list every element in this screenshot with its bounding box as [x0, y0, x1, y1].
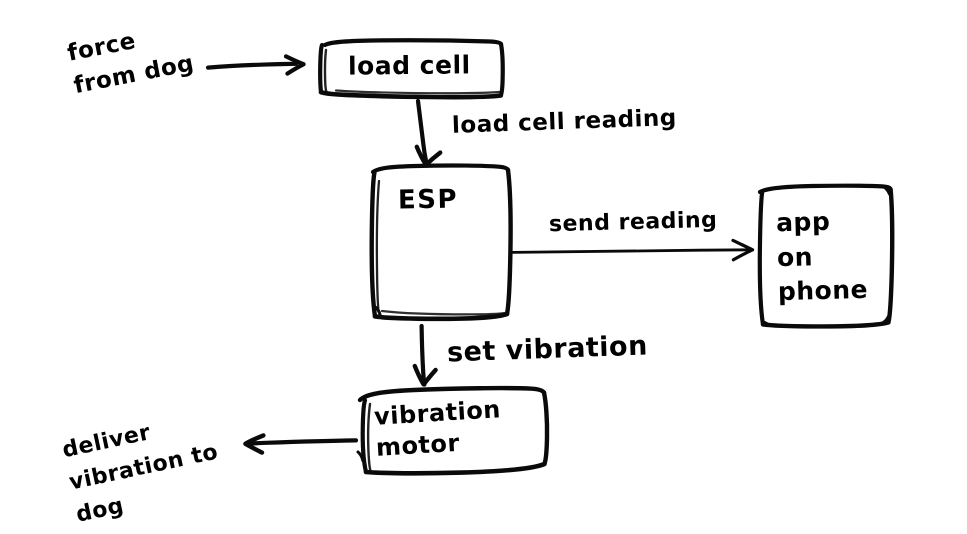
node-label-esp: ESP [397, 184, 459, 216]
node-label-app-on-phone-line-3: phone [777, 274, 869, 307]
edge-label-send-reading: send reading [548, 207, 718, 238]
node-label-esp-line-1: ESP [397, 184, 459, 216]
node-box-esp [369, 163, 513, 322]
node-box-app-on-phone [757, 183, 895, 329]
edge-label-send-reading-line-1: send reading [548, 207, 718, 238]
arrow-set-vibration [412, 323, 438, 387]
node-label-app-on-phone-line-1: app [775, 206, 831, 238]
node-label-vibration-motor: vibration motor [373, 394, 503, 464]
arrow-force-from-dog [205, 54, 306, 76]
arrow-send-reading [511, 238, 755, 262]
node-label-load-cell: load cell [347, 50, 471, 81]
node-box-load-cell [318, 38, 505, 100]
node-label-load-cell-line-1: load cell [347, 50, 471, 81]
node-box-vibration-motor [356, 385, 550, 476]
node-label-app-on-phone-line-2: on [776, 241, 814, 272]
arrow-deliver-vibration [243, 433, 359, 455]
arrow-load-cell-reading [414, 98, 443, 168]
node-label-app-on-phone: app on phone [776, 204, 869, 310]
